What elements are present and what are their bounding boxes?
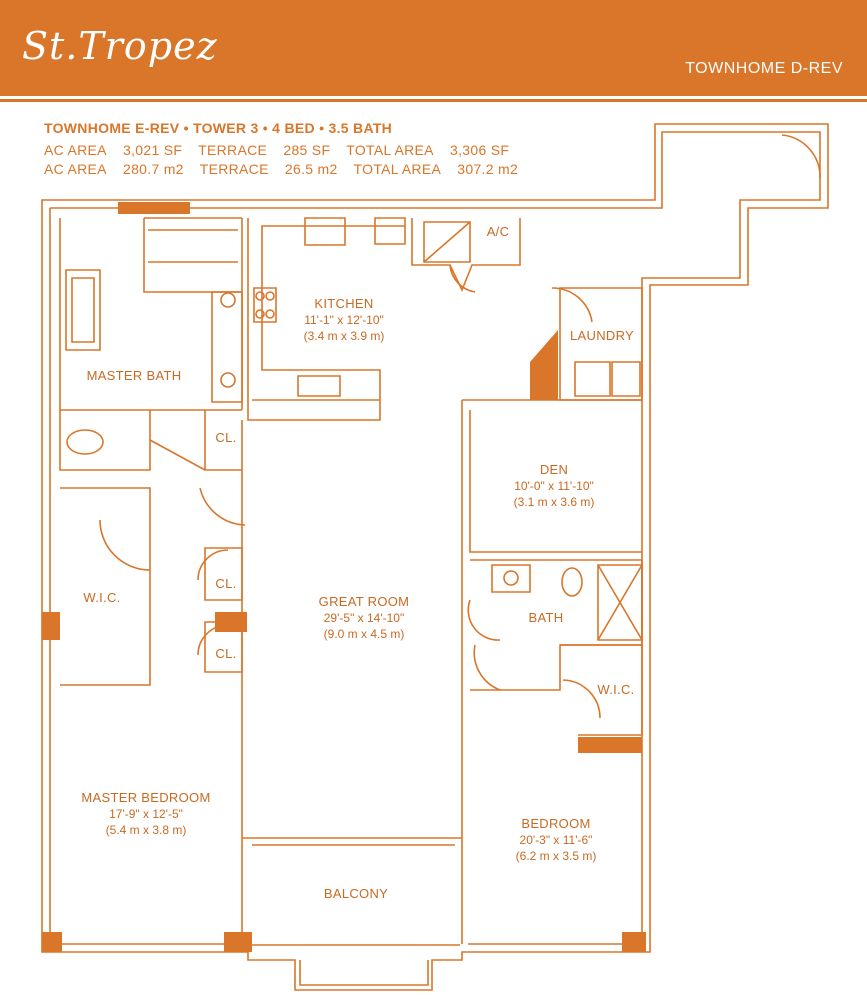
room-closet-2: CL. bbox=[215, 576, 236, 592]
room-name: GREAT ROOM bbox=[318, 594, 410, 609]
room-dim-ft: 10'-0" x 11'-10" bbox=[514, 479, 594, 493]
room-closet-3: CL. bbox=[215, 646, 236, 662]
master-wic-walls bbox=[60, 487, 151, 686]
column bbox=[42, 932, 62, 952]
terrace-value: 26.5 m2 bbox=[284, 161, 338, 177]
room-master-bedroom: MASTER BEDROOM 17'-9" x 12'-5" (5.4 m x … bbox=[81, 790, 210, 838]
door-arc bbox=[197, 549, 229, 581]
room-closet-1: CL. bbox=[215, 430, 236, 446]
area-imperial: AC AREA 3,021 SF TERRACE 285 SF TOTAL AR… bbox=[44, 142, 521, 158]
door-arc bbox=[473, 644, 501, 691]
shower-lines bbox=[148, 229, 238, 263]
ac-walls bbox=[411, 218, 521, 292]
outer-wall bbox=[41, 123, 829, 991]
column bbox=[622, 932, 646, 952]
room-name: DEN bbox=[539, 462, 569, 477]
room-great-room: GREAT ROOM 29'-5" x 14'-10" (9.0 m x 4.5… bbox=[319, 594, 410, 642]
room-bedroom: BEDROOM 20'-3" x 11'-6" (6.2 m x 3.5 m) bbox=[516, 816, 597, 864]
room-name: MASTER BEDROOM bbox=[81, 790, 211, 805]
header-divider bbox=[0, 99, 867, 102]
ac-area-value: 280.7 m2 bbox=[123, 161, 184, 177]
closet-walls bbox=[149, 410, 242, 471]
laundry-walls bbox=[559, 287, 643, 401]
door-arc bbox=[199, 487, 246, 526]
column bbox=[118, 202, 190, 214]
room-name: W.I.C. bbox=[597, 682, 635, 697]
total-area-label: TOTAL AREA bbox=[346, 142, 434, 158]
total-area-label: TOTAL AREA bbox=[353, 161, 442, 177]
column bbox=[215, 612, 247, 632]
room-name: BEDROOM bbox=[521, 816, 591, 831]
tub bbox=[65, 269, 101, 351]
room-name: A/C bbox=[486, 224, 510, 239]
room-bedroom-wic: W.I.C. bbox=[597, 682, 634, 698]
door-arc bbox=[781, 134, 821, 179]
room-name: BALCONY bbox=[323, 886, 389, 901]
ac-unit bbox=[423, 221, 471, 263]
kitchen-walls bbox=[247, 218, 405, 421]
brand-logo: St.Tropez bbox=[22, 24, 218, 68]
room-name: CL. bbox=[215, 430, 237, 445]
room-name: W.I.C. bbox=[83, 590, 121, 605]
room-dim-m: (9.0 m x 4.5 m) bbox=[323, 627, 405, 641]
room-dim-ft: 29'-5" x 14'-10" bbox=[323, 611, 405, 625]
room-laundry: LAUNDRY bbox=[570, 328, 634, 344]
room-name: KITCHEN bbox=[314, 296, 374, 311]
terrace-value: 285 SF bbox=[283, 142, 331, 158]
door-arc bbox=[562, 679, 601, 719]
room-name: CL. bbox=[215, 576, 237, 591]
room-dim-ft: 20'-3" x 11'-6" bbox=[519, 833, 593, 847]
cooktop bbox=[253, 287, 277, 323]
room-kitchen: KITCHEN 11'-1" x 12'-10" (3.4 m x 3.9 m) bbox=[304, 296, 385, 344]
door-arc bbox=[551, 287, 593, 323]
room-name: BATH bbox=[528, 610, 564, 625]
room-name: CL. bbox=[215, 646, 237, 661]
room-master-wic: W.I.C. bbox=[83, 590, 120, 606]
sink bbox=[297, 375, 341, 397]
unit-summary: TOWNHOME E-REV • TOWER 3 • 4 BED • 3.5 B… bbox=[44, 120, 393, 136]
room-dim-m: (5.4 m x 3.8 m) bbox=[105, 823, 187, 837]
door-arc bbox=[449, 264, 476, 293]
balcony-rail bbox=[250, 944, 460, 986]
room-dim-m: (3.1 m x 3.6 m) bbox=[513, 495, 595, 509]
great-room-wall bbox=[241, 420, 463, 944]
terrace-label: TERRACE bbox=[199, 161, 269, 177]
vanity bbox=[211, 291, 243, 403]
room-ac: A/C bbox=[487, 224, 510, 240]
header-banner bbox=[0, 0, 867, 96]
shower bbox=[597, 564, 643, 641]
wc-room bbox=[59, 410, 151, 471]
room-dim-ft: 17'-9" x 12'-5" bbox=[109, 807, 183, 821]
room-name: LAUNDRY bbox=[570, 328, 634, 343]
room-balcony: BALCONY bbox=[324, 886, 388, 902]
room-master-bath: MASTER BATH bbox=[87, 368, 182, 384]
room-dim-m: (3.4 m x 3.9 m) bbox=[303, 329, 385, 343]
room-den: DEN 10'-0" x 11'-10" (3.1 m x 3.6 m) bbox=[514, 462, 595, 510]
unit-name: TOWNHOME D-REV bbox=[685, 60, 843, 77]
column bbox=[42, 612, 60, 640]
kitchen-counter bbox=[252, 217, 406, 401]
room-dim-ft: 11'-1" x 12'-10" bbox=[304, 313, 384, 327]
room-bath: BATH bbox=[529, 610, 564, 626]
ac-area-value: 3,021 SF bbox=[123, 142, 183, 158]
ac-area-label: AC AREA bbox=[44, 142, 107, 158]
area-metric: AC AREA 280.7 m2 TERRACE 26.5 m2 TOTAL A… bbox=[44, 161, 530, 177]
room-dim-m: (6.2 m x 3.5 m) bbox=[515, 849, 597, 863]
total-area-value: 3,306 SF bbox=[450, 142, 510, 158]
column bbox=[578, 737, 642, 753]
stair bbox=[530, 330, 558, 400]
bath-vanity bbox=[491, 564, 531, 593]
ac-area-label: AC AREA bbox=[44, 161, 107, 177]
column bbox=[224, 932, 252, 952]
door-arc bbox=[99, 519, 151, 571]
bedroom-wic bbox=[560, 644, 643, 736]
total-area-value: 307.2 m2 bbox=[457, 161, 519, 177]
door-arc bbox=[467, 599, 501, 641]
room-name: MASTER BATH bbox=[86, 368, 182, 383]
terrace-label: TERRACE bbox=[198, 142, 268, 158]
